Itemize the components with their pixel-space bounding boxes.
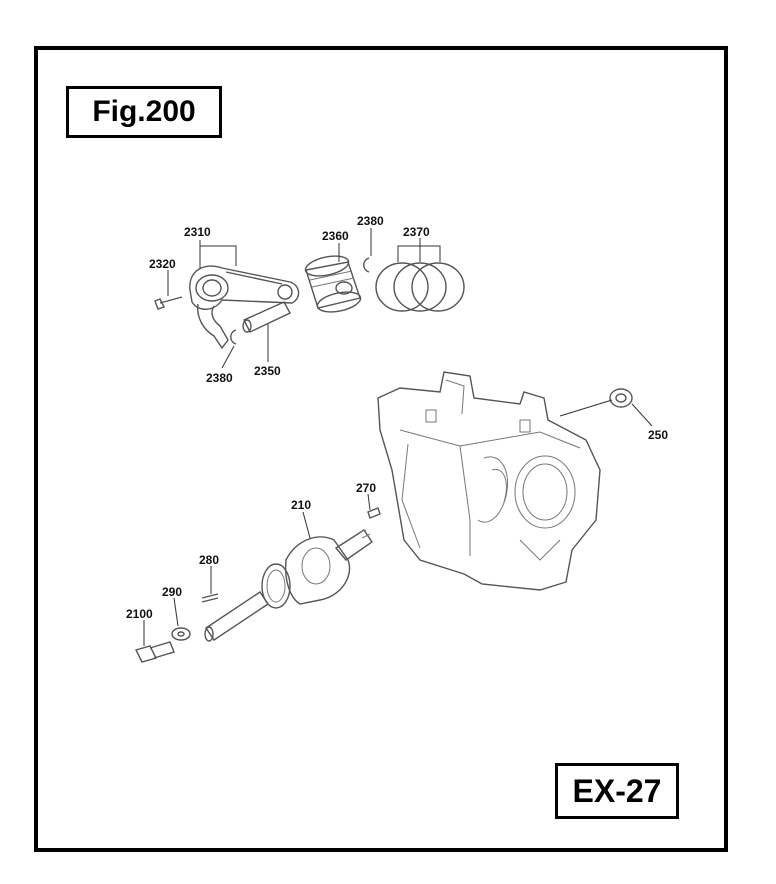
crank-key bbox=[367, 507, 381, 519]
diagram-code-label: EX-27 bbox=[555, 763, 679, 819]
part-labels: 2310 2320 2360 2380 2370 2380 2350 250 2… bbox=[126, 214, 668, 621]
part-label: 2310 bbox=[184, 225, 211, 239]
piston bbox=[304, 255, 362, 313]
part-label: 270 bbox=[356, 481, 376, 495]
leader-lines bbox=[143, 228, 653, 646]
piston-rings bbox=[375, 262, 465, 312]
part-label: 2320 bbox=[149, 257, 176, 271]
part-label: 2380 bbox=[206, 371, 233, 385]
figure-label: Fig.200 bbox=[66, 86, 222, 138]
diagram-frame bbox=[34, 46, 728, 852]
part-label: 2360 bbox=[322, 229, 349, 243]
oil-seal bbox=[609, 388, 633, 408]
part-label: 2350 bbox=[254, 364, 281, 378]
crank-pin bbox=[201, 593, 219, 603]
part-label: 2370 bbox=[403, 225, 430, 239]
crankcase bbox=[377, 371, 601, 591]
rod-bolt bbox=[154, 296, 183, 310]
connecting-rod bbox=[189, 265, 300, 350]
washer bbox=[171, 627, 191, 641]
part-label: 2380 bbox=[357, 214, 384, 228]
pin-clip-right bbox=[363, 257, 370, 273]
part-label: 2100 bbox=[126, 607, 153, 621]
pin-clip-left bbox=[230, 329, 237, 345]
part-label: 210 bbox=[291, 498, 311, 512]
part-label: 290 bbox=[162, 585, 182, 599]
flywheel-bolt bbox=[134, 641, 175, 663]
part-label: 250 bbox=[648, 428, 668, 442]
piston-pin bbox=[242, 301, 291, 333]
crankshaft bbox=[204, 529, 373, 642]
part-label: 280 bbox=[199, 553, 219, 567]
